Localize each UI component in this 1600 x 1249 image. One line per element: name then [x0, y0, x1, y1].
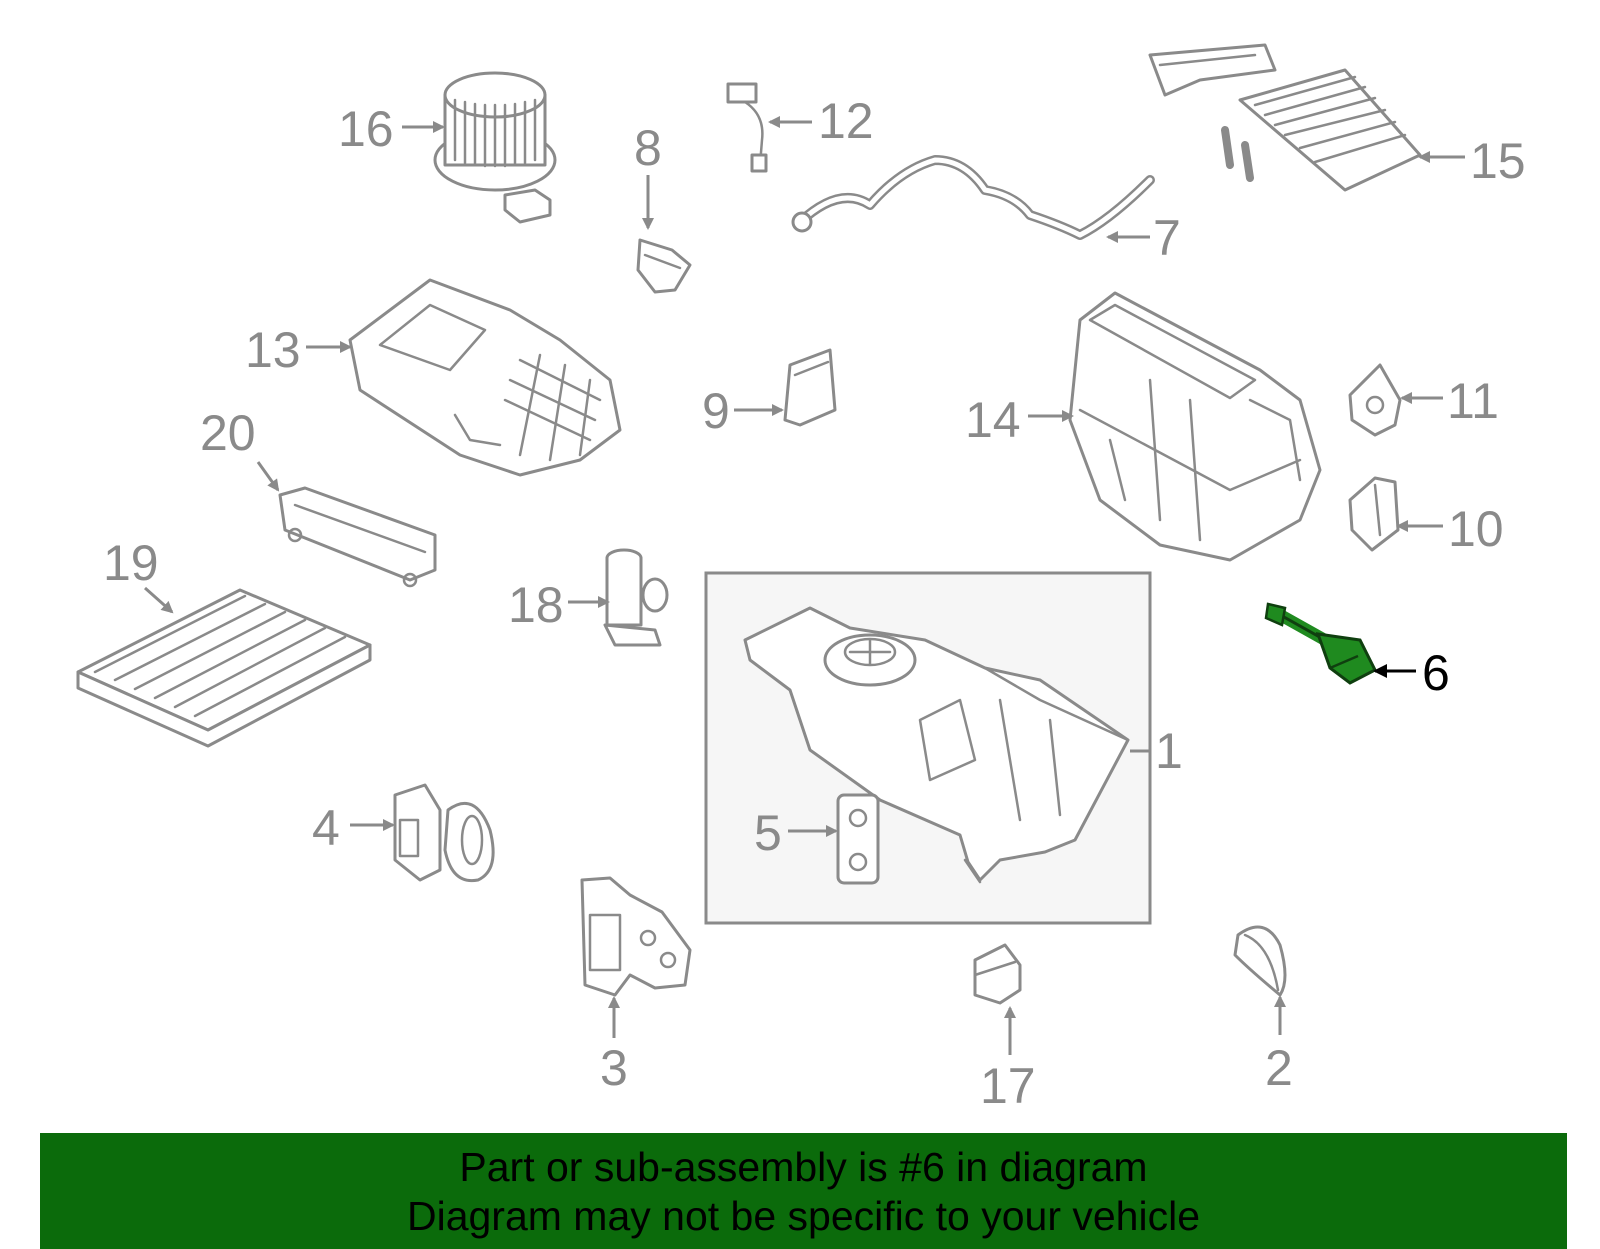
callout-9[interactable]: 9 [702, 383, 730, 439]
part-13-blower-housing[interactable] [348, 278, 622, 477]
callout-20[interactable]: 20 [200, 405, 256, 461]
callout-4[interactable]: 4 [312, 800, 340, 856]
callout-11[interactable]: 11 [1447, 373, 1499, 429]
part-17-connector[interactable] [973, 943, 1022, 1005]
part-12-wire-harness[interactable] [726, 82, 768, 173]
callout-10[interactable]: 10 [1448, 501, 1504, 557]
callout-17[interactable]: 17 [980, 1058, 1036, 1114]
part-5-expansion-valve[interactable] [836, 793, 880, 885]
callout-labels: 16 12 8 7 15 13 20 19 9 18 14 11 10 6 1 … [103, 93, 1526, 1114]
callout-19[interactable]: 19 [103, 535, 159, 591]
callout-15[interactable]: 15 [1470, 133, 1526, 189]
part-20-filter-bracket[interactable] [278, 486, 437, 588]
part-3-gasket[interactable] [580, 876, 692, 997]
part-19-cabin-filter[interactable] [76, 588, 372, 748]
callout-1[interactable]: 1 [1155, 723, 1183, 779]
banner-line-2: Diagram may not be specific to your vehi… [406, 1193, 1200, 1239]
part-9-actuator[interactable] [783, 348, 837, 427]
callout-5[interactable]: 5 [754, 805, 782, 861]
part-8-sensor[interactable] [636, 238, 692, 294]
callout-6[interactable]: 6 [1422, 645, 1450, 701]
callout-13[interactable]: 13 [245, 322, 301, 378]
part-18-valve[interactable] [603, 548, 669, 647]
notice-banner: Part or sub-assembly is #6 in diagram Di… [40, 1133, 1567, 1249]
part-1-heater-case[interactable] [743, 606, 1130, 884]
part-6-highlighted-part[interactable] [1264, 602, 1378, 685]
part-11-bracket[interactable] [1348, 363, 1402, 437]
part-16-blower-motor[interactable] [433, 71, 557, 224]
callout-7[interactable]: 7 [1153, 210, 1181, 266]
parts-diagram: 16 12 8 7 15 13 20 19 9 18 14 11 10 6 1 … [76, 43, 1526, 1114]
banner-line-1: Part or sub-assembly is #6 in diagram [459, 1144, 1148, 1190]
callout-18[interactable]: 18 [508, 577, 564, 633]
part-10-actuator[interactable] [1348, 476, 1400, 552]
part-7-hose[interactable] [791, 155, 1155, 240]
callout-8[interactable]: 8 [634, 120, 662, 176]
part-2-cover[interactable] [1233, 925, 1287, 997]
callout-16[interactable]: 16 [338, 101, 394, 157]
callout-2[interactable]: 2 [1265, 1040, 1293, 1096]
callout-3[interactable]: 3 [600, 1040, 628, 1096]
callout-12[interactable]: 12 [818, 93, 874, 149]
part-14-evaporator-case[interactable] [1068, 291, 1322, 562]
part-15-heater-core[interactable] [1148, 43, 1422, 192]
leader-lines [144, 116, 1465, 1055]
part-4-seal[interactable] [393, 783, 495, 883]
callout-14[interactable]: 14 [965, 392, 1021, 448]
